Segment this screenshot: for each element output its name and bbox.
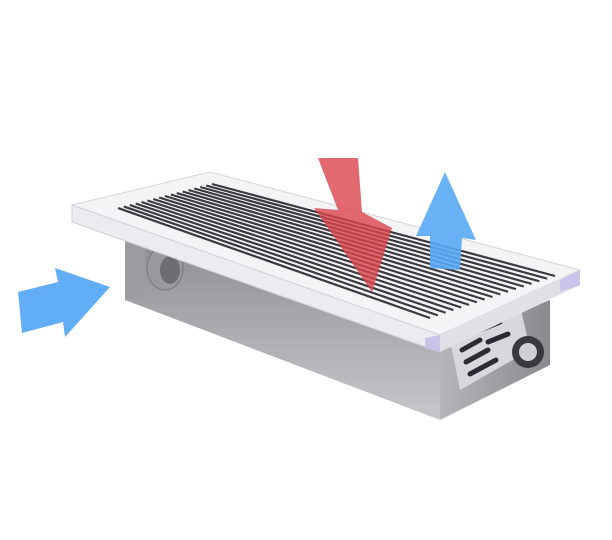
grille-bar [158,196,486,301]
grille-bar [141,200,462,309]
grille-bar [117,206,431,320]
grille-bar [152,197,478,304]
grille-bar [123,205,439,317]
air-outflow-up-arrow-icon [416,172,476,270]
grille-bar [170,193,501,296]
air-inflow-arrow-icon [18,268,110,337]
grille-bar [129,203,446,314]
grille-bar [135,202,454,312]
grille-bar [164,194,493,299]
grille-bar [147,199,470,306]
warm-air-down-arrow-icon [314,158,392,292]
